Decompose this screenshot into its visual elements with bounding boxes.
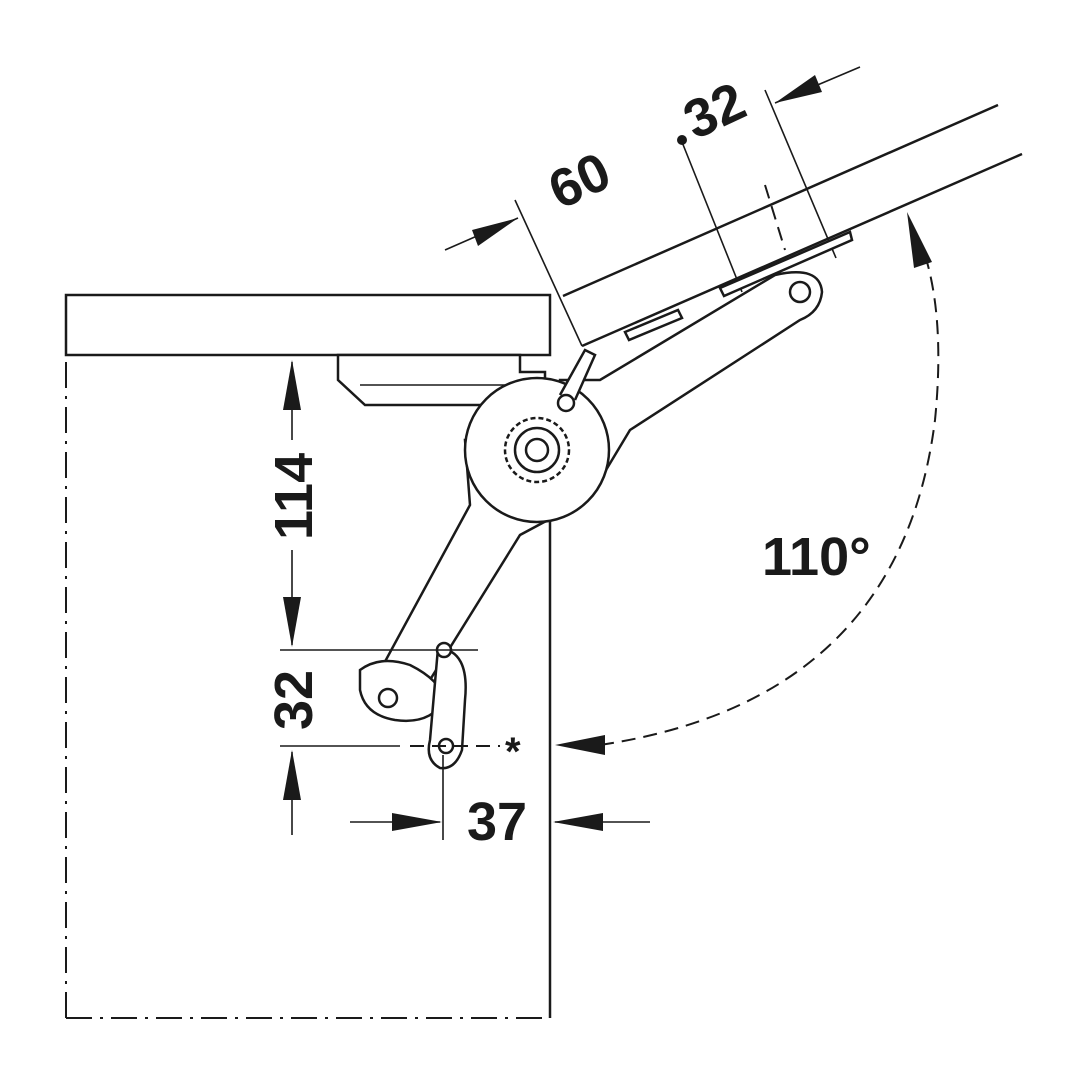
hinge-pivot: [556, 393, 576, 413]
dim-114-label: 114: [264, 453, 324, 540]
lid-bracket: [718, 230, 854, 298]
lid-slot: [623, 308, 684, 342]
dim-32-side-label: 32: [264, 670, 324, 730]
arrow-icon: [283, 597, 301, 647]
angle-110-label: 110°: [762, 527, 871, 587]
hole-extension-line: [764, 89, 837, 259]
dimension-37: 37: [350, 755, 650, 852]
arrow-icon: [775, 75, 822, 103]
lift-mechanism: [336, 271, 824, 770]
angle-arc: [599, 254, 940, 746]
lid-extension-line: [514, 199, 583, 347]
dim-37-label: 37: [467, 792, 527, 852]
lid-top-edge: [562, 103, 999, 298]
arrow-icon: [283, 360, 301, 410]
arrow-icon: [553, 813, 603, 831]
arrow-icon: [472, 218, 518, 246]
dimension-32-side: 32 *: [264, 670, 521, 835]
hinge-link: [558, 348, 597, 401]
arrow-icon: [907, 212, 932, 268]
arm-foot-pivot: [377, 687, 399, 709]
dimension-32-lid: 32: [675, 66, 861, 151]
angle-110: 110°: [555, 212, 940, 755]
hole-centerline: [764, 184, 786, 251]
dimension-60: 60: [444, 141, 620, 251]
lid: [514, 89, 1023, 348]
mounting-bracket: [427, 646, 467, 770]
arrow-icon: [392, 813, 442, 831]
arrow-icon: [283, 750, 301, 800]
dim-60-label: 60: [540, 141, 620, 221]
hole-extension-line: [681, 141, 743, 293]
dimension-114: 114: [264, 360, 478, 651]
upper-arm: [558, 271, 824, 482]
reference-asterisk: *: [505, 730, 521, 774]
top-panel: [64, 293, 552, 357]
lid-pivot: [788, 280, 812, 304]
lid-bottom-edge: [581, 152, 1023, 348]
hole-point: [677, 135, 687, 145]
arrow-icon: [555, 735, 605, 755]
cabinet: [64, 293, 552, 1019]
gear-axle: [524, 437, 550, 463]
